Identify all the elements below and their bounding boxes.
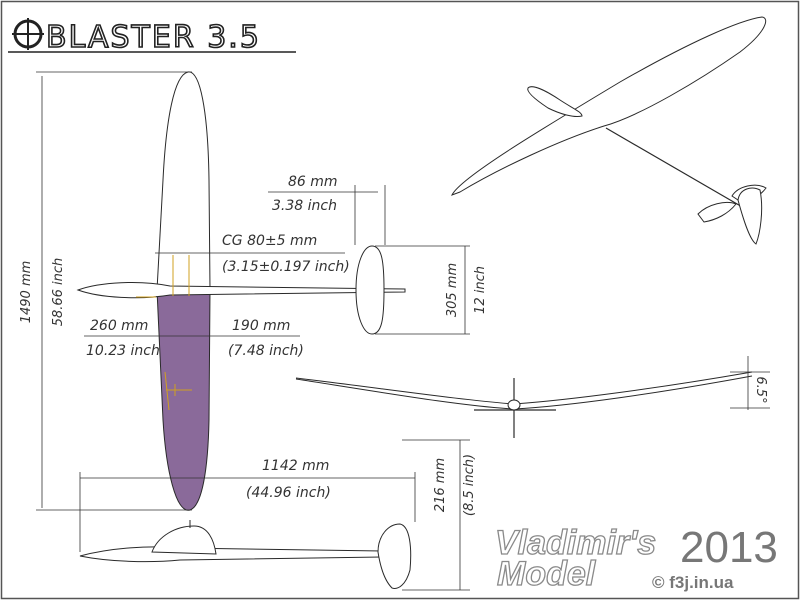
iso-boom (605, 127, 745, 209)
logo-crosshair-icon (12, 18, 44, 50)
stabilizer-mm-label: 305 mm (445, 263, 460, 317)
fuselage-width-dimension-line (268, 185, 386, 245)
side-fuselage (79, 546, 386, 563)
height-dimension-line (402, 439, 470, 591)
fuselage-width-inch-label: 3.38 inch (272, 198, 337, 214)
side-view (79, 520, 412, 589)
nose-mm-label: 260 mm (90, 318, 148, 334)
perspective-view (451, 16, 767, 245)
plan-wing-upper (156, 71, 211, 291)
plan-wing-lower-tinted (156, 289, 211, 511)
cg-inch-label: (3.15±0.197 inch) (222, 259, 350, 275)
iso-wing (451, 16, 767, 196)
root-chord-inch-label: (7.48 inch) (228, 343, 304, 359)
iso-fin (737, 187, 763, 245)
front-fuselage (507, 399, 521, 411)
iso-stab-left (697, 201, 737, 223)
front-view: 6.5° (295, 356, 770, 438)
cg-mm-label: CG 80±5 mm (222, 233, 317, 249)
height-mm-label: 216 mm (433, 458, 448, 512)
plan-stabilizer (355, 245, 385, 335)
iso-wingtip-left (527, 86, 583, 117)
fuselage-width-mm-label: 86 mm (288, 174, 338, 190)
watermark: Vladimir's Model 2013 © f3j.in.ua (494, 523, 778, 594)
span-inch-label: 58.66 inch (51, 258, 66, 327)
dihedral-label: 6.5° (753, 376, 768, 403)
front-wing-bottom (295, 375, 753, 410)
length-dimension-line (79, 472, 416, 552)
watermark-site: © f3j.in.ua (652, 573, 734, 592)
span-mm-label: 1490 mm (19, 261, 34, 324)
watermark-line2: Model (497, 555, 597, 593)
drawing-title: BLASTER 3.5 (46, 20, 261, 55)
watermark-year: 2013 (680, 523, 778, 572)
height-inch-label: (8.5 inch) (462, 454, 477, 516)
root-chord-mm-label: 190 mm (232, 318, 290, 334)
dihedral-dimension-line (730, 356, 770, 410)
length-mm-label: 1142 mm (262, 458, 329, 474)
length-inch-label: (44.96 inch) (246, 485, 331, 501)
span-dimension-line (36, 71, 192, 511)
plan-fuselage (76, 282, 406, 299)
stabilizer-inch-label: 12 inch (473, 266, 488, 314)
watermark-line1: Vladimir's (495, 524, 656, 562)
plan-view (76, 71, 406, 511)
cg-marks (136, 255, 192, 411)
nose-inch-label: 10.23 inch (86, 343, 160, 359)
stabilizer-dimension-line (375, 245, 470, 335)
side-wing-saddle (151, 525, 217, 555)
side-fin (377, 523, 412, 589)
